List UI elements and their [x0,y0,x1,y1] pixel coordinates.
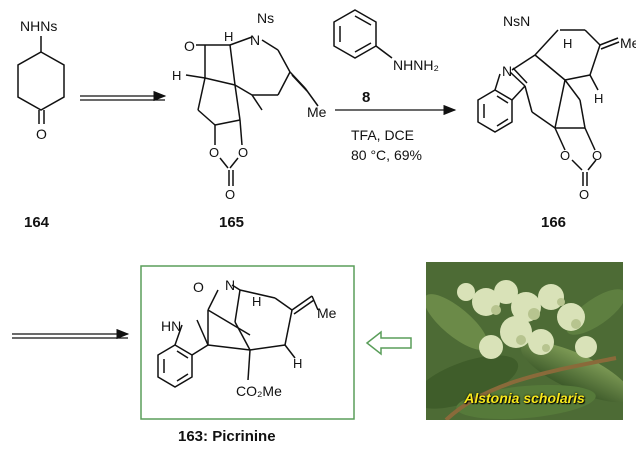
c166-carbonate-o2: O [592,148,602,163]
c163-ester-text: CO₂Me [236,383,282,399]
c166-h1-text: H [563,36,572,51]
c166-nsn-text: NsN [503,13,530,29]
conditions-line-1: TFA, DCE [351,127,414,143]
conditions-line-2: 80 °C, 69% [351,147,422,163]
c165-me-text: Me [307,104,327,120]
c163-o-text: O [193,279,204,295]
label-166: 166 [541,214,567,231]
c165-ns-text: Ns [257,10,274,26]
c165-n-text: N [250,32,260,48]
c166-carbonate-o1: O [560,148,570,163]
multistep-arrow-1 [80,90,167,102]
c163-h2-text: H [293,356,302,371]
label-165: 165 [219,214,245,231]
hollow-arrow-left [365,330,412,356]
photo-caption: Alstonia scholaris [464,390,585,406]
c163-n-text: N [225,277,235,293]
c165-carbonate-o3: O [225,187,235,202]
c165-carbonate-o1: O [209,145,219,160]
alstonia-photo: Alstonia scholaris [426,262,623,420]
reagent-phenylhydrazine-structure [333,9,393,59]
c164-oxo-text: O [36,126,47,142]
compound-163-structure [157,284,319,388]
c166-carbonate-o3: O [579,187,589,202]
compound-165-structure [185,36,319,186]
c163-hn-text: HN [161,318,181,334]
c163-h1-text: H [252,294,261,309]
product-box [140,265,355,420]
c165-carbonate-o2: O [238,145,248,160]
reagent-number: 8 [362,89,370,106]
multistep-arrow-2 [12,328,130,340]
c166-h2-text: H [594,91,603,106]
label-164: 164 [24,214,50,231]
c164-nhns-text: NHNs [20,18,57,34]
compound-164-structure [17,36,65,124]
c163-me-text: Me [317,305,337,321]
plant-image [426,262,623,420]
c165-h2-text: H [172,68,181,83]
hydrazine-text: NHNH₂ [393,57,439,73]
c165-h1-text: H [224,29,233,44]
label-163-picrinine: 163: Picrinine [178,428,276,445]
c165-keto-o-text: O [184,38,195,54]
c166-me-text: Me [620,35,636,51]
c166-indolenine-n-text: N [502,63,512,79]
compound-166-structure [477,29,620,186]
